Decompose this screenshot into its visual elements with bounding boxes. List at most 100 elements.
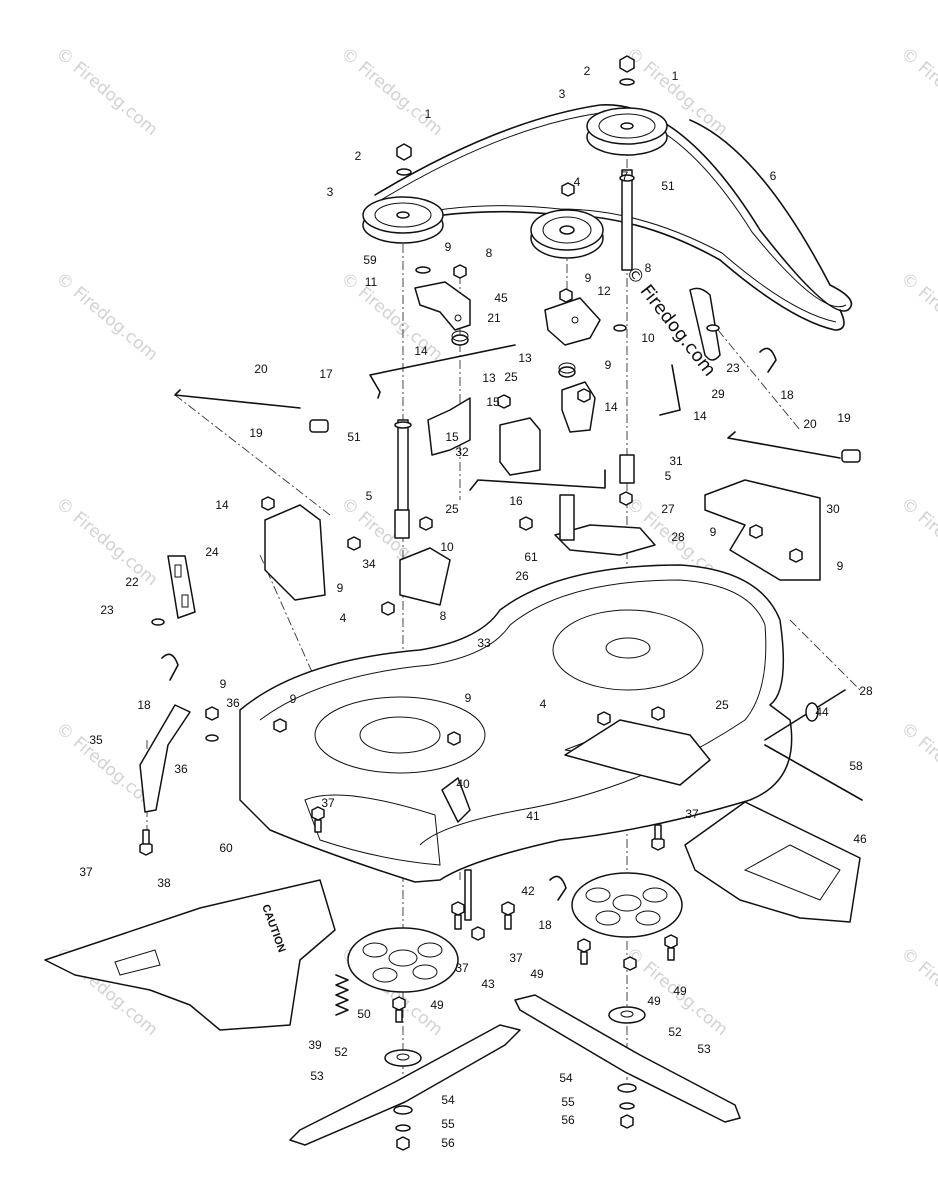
callout-number: 17 [319,367,333,381]
callout-number: 5 [366,489,373,503]
callout-number: 37 [509,951,523,965]
spindle-shaft-right [619,169,635,271]
bracket-34 [399,547,451,606]
callout-number: 37 [685,807,699,821]
pulley-right [586,107,668,156]
belt-guide [689,287,721,361]
baffle-35 [139,704,191,813]
discharge-chute: CAUTION [44,879,336,1031]
callout-number: 10 [641,331,655,345]
callout-number: 8 [486,246,493,260]
idler-bracket-left [414,281,471,331]
callout-number: 8 [440,609,447,623]
callout-number: 8 [645,261,652,275]
callout-number: 55 [561,1095,575,1109]
callout-number: 7 [622,169,629,183]
callout-number: 9 [585,271,592,285]
callout-number: 59 [363,253,377,267]
callout-number: 1 [425,107,432,121]
blade-right [514,994,741,1123]
swivel-right [841,449,861,463]
callout-number: 28 [671,530,685,544]
callout-number: 40 [456,777,470,791]
callout-number: 22 [125,575,139,589]
callout-number: 49 [530,967,544,981]
watermark: © Firedog.com [897,719,938,816]
spindle-housing-left [347,927,459,993]
callout-number: 12 [597,284,611,298]
callout-number: 41 [526,809,540,823]
rod-58 [764,744,863,801]
callout-number: 4 [340,611,347,625]
callout-number: 26 [515,569,529,583]
callout-number: 58 [849,759,863,773]
spring-39 [335,974,349,1016]
callout-number: 45 [494,291,508,305]
blade-left [289,1024,521,1146]
callout-number: 9 [837,559,844,573]
callout-number: 24 [205,545,219,559]
bracket-32 [499,417,541,476]
callout-number: 52 [668,1025,682,1039]
plate-46 [684,801,861,923]
callout-number: 1 [672,69,679,83]
callout-number: 39 [308,1038,322,1052]
deck-bracket-40 [441,777,471,823]
watermark: © Firedog.com [337,44,447,141]
callout-number: 14 [604,400,618,414]
callout-number: 30 [826,502,840,516]
callout-number: 32 [455,445,469,459]
callout-number: 18 [137,698,151,712]
callout-number: 60 [219,841,233,855]
callout-number: 4 [540,697,547,711]
callout-number: 31 [669,454,683,468]
callout-number: 33 [477,636,491,650]
callout-number: 37 [455,961,469,975]
bracket-15-left [427,397,471,456]
bearings [384,1006,646,1067]
bushings [394,454,635,539]
callout-number: 55 [441,1117,455,1131]
callout-number: 20 [254,362,268,376]
callout-number: 49 [673,984,687,998]
watermark: © Firedog.com [897,944,938,1041]
callout-number: 13 [482,371,496,385]
callout-number: 56 [561,1113,575,1127]
pulley-left [362,196,444,244]
callout-number: 14 [693,409,707,423]
blade-hardware [393,1083,637,1151]
bracket-15-right [561,381,596,433]
rods [174,344,841,491]
callout-number: 14 [414,344,428,358]
callout-number: 46 [853,832,867,846]
callout-number: 37 [321,796,335,810]
callout-number: 37 [79,865,93,879]
callout-number: 56 [441,1136,455,1150]
callout-number: 9 [465,691,472,705]
callout-number: 54 [559,1071,573,1085]
callout-number: 21 [487,311,501,325]
callout-number: 52 [334,1045,348,1059]
callout-number: 35 [89,733,103,747]
callout-number: 44 [815,705,829,719]
watermark: © Firedog.com [897,44,938,141]
callout-number: 9 [710,525,717,539]
idler-pulley [530,209,604,259]
hairpin-clips [161,347,777,901]
pivot-arm [554,494,656,556]
watermark: © Firedog.com [897,269,938,366]
callout-number: 49 [430,998,444,1012]
callout-number: 9 [337,581,344,595]
watermark: © Firedog.com [337,269,447,366]
callout-number: 9 [220,677,227,691]
callout-number: 9 [605,358,612,372]
spindle-housing-right [571,872,683,938]
callout-number: 16 [509,494,523,508]
callout-number: 3 [327,185,334,199]
callout-number: 25 [445,502,459,516]
callout-number: 4 [574,175,581,189]
watermark: © Firedog.com [897,494,938,591]
callout-number: 51 [347,430,361,444]
